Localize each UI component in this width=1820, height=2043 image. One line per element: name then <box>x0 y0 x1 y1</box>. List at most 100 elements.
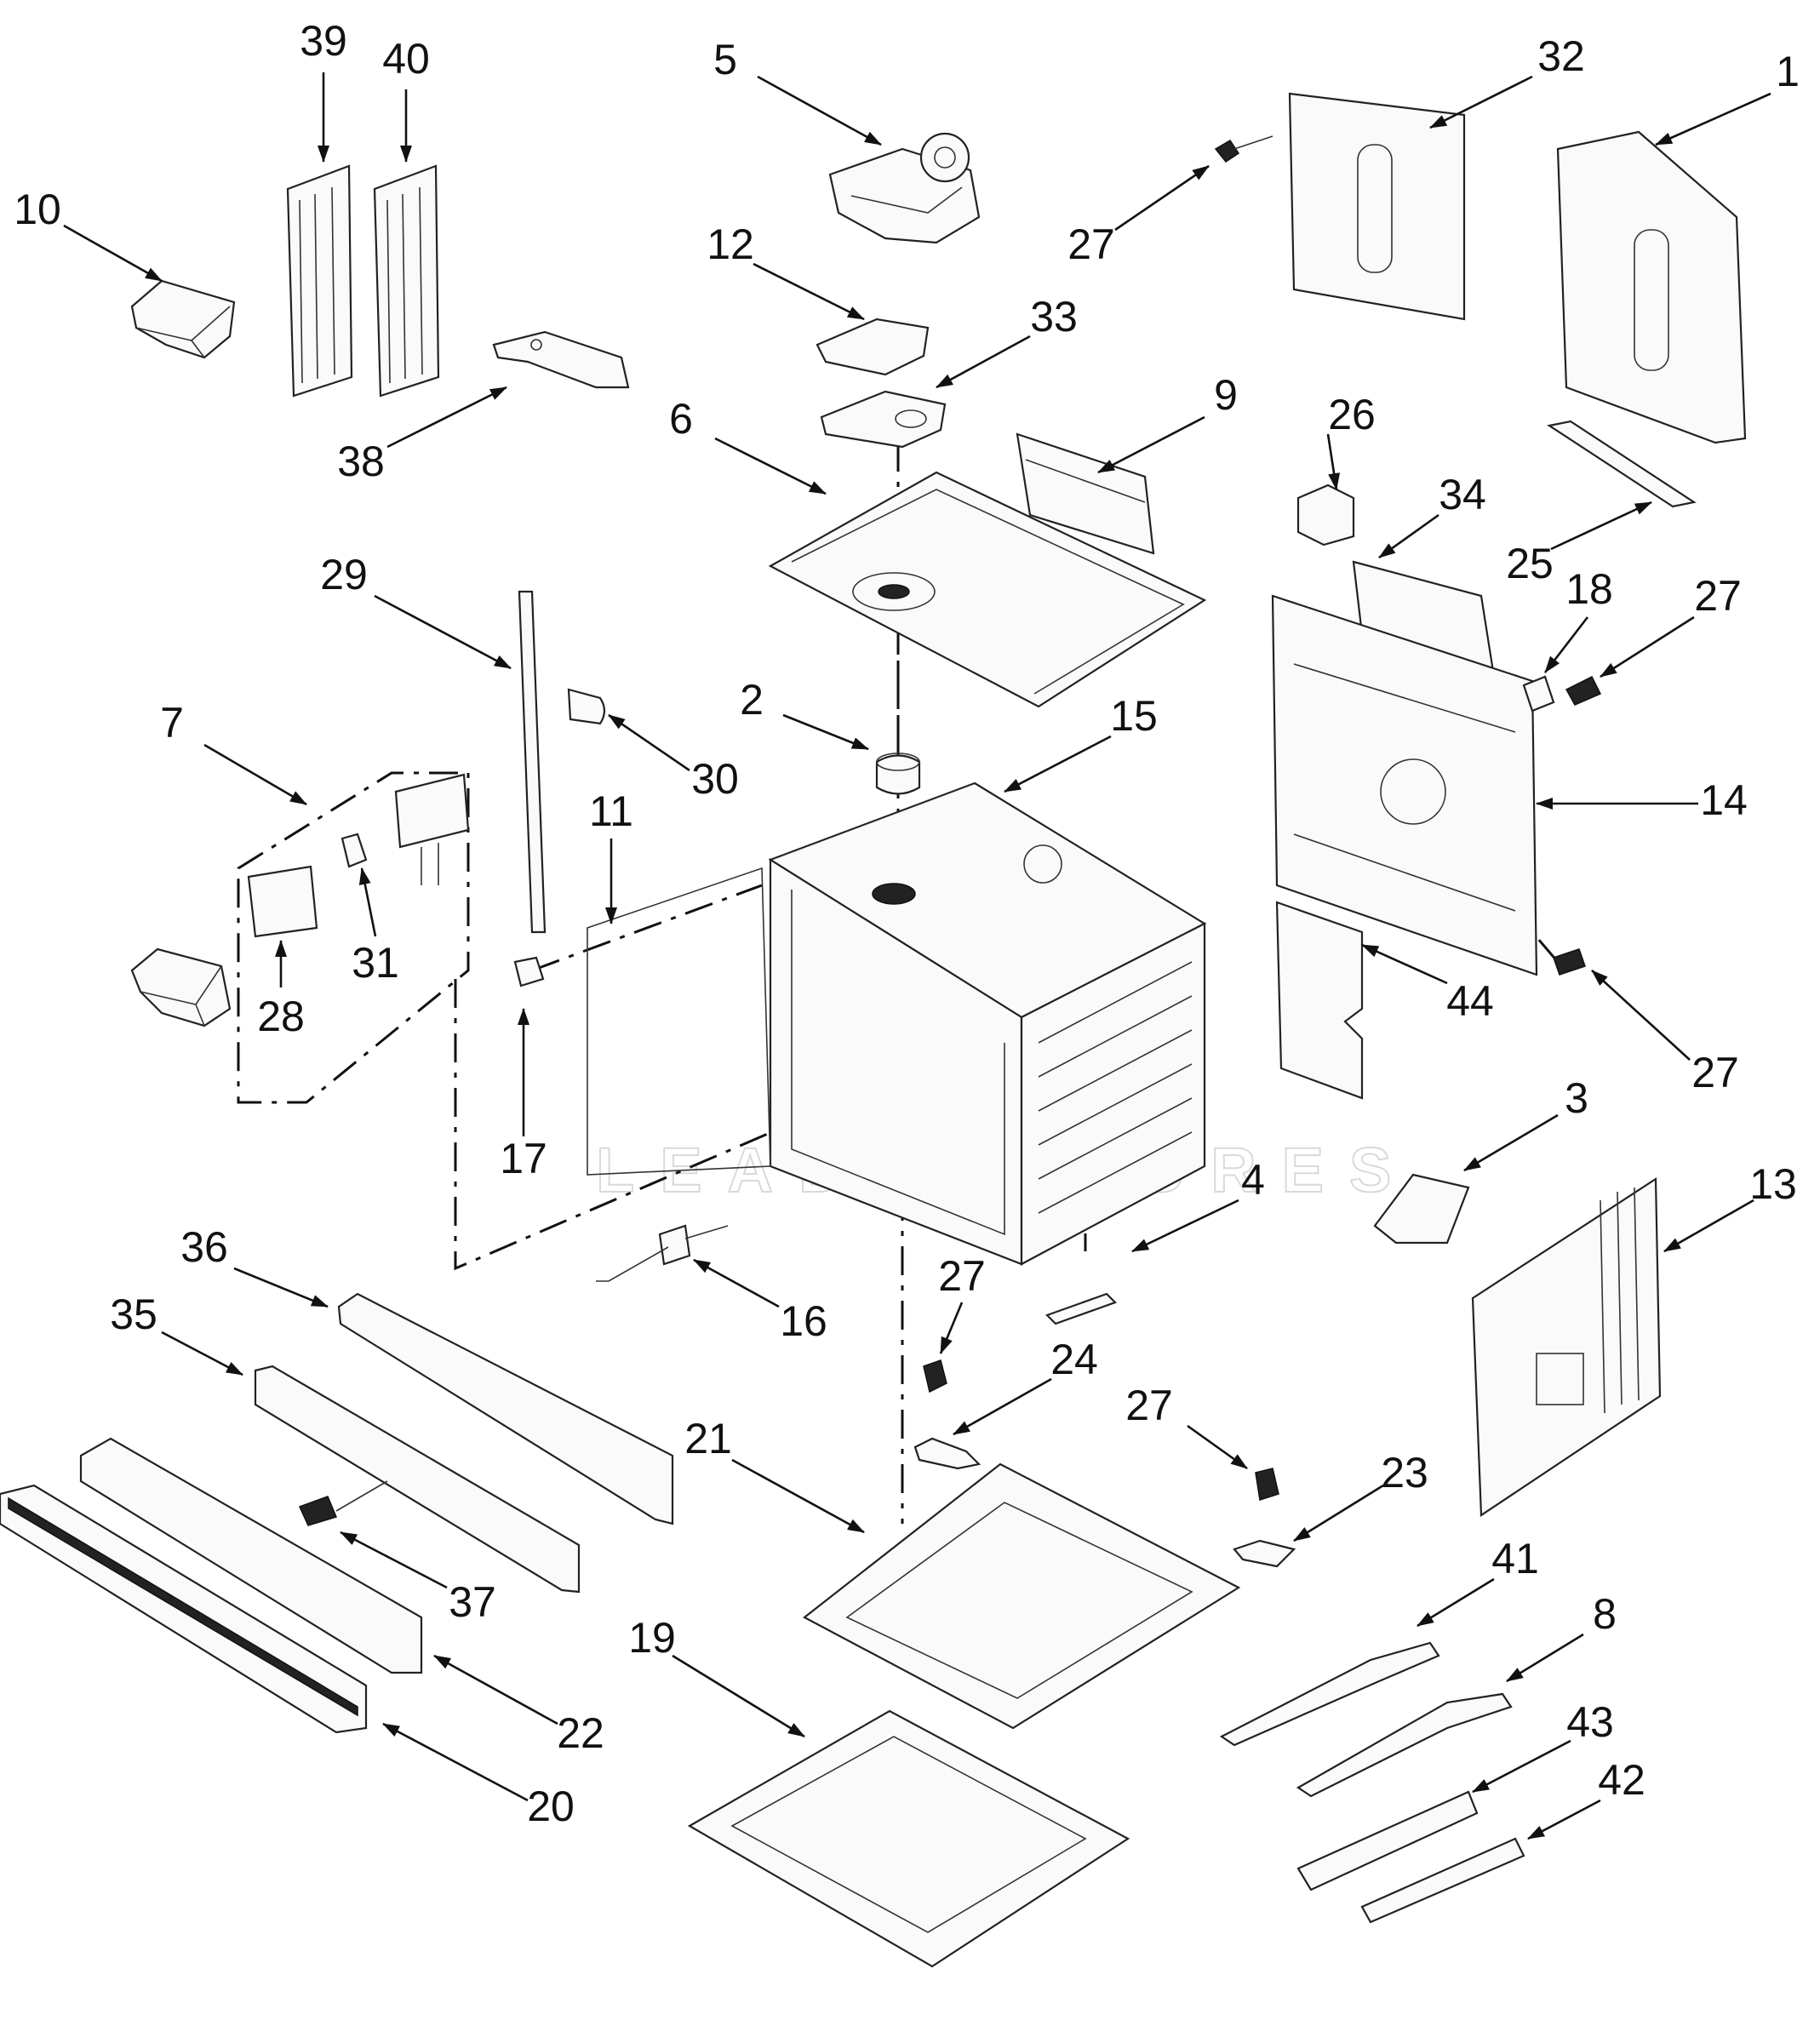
leader-34 <box>1378 513 1439 559</box>
leader-30 <box>608 713 690 772</box>
callout-labels: 1234567891011121314151617181920212223242… <box>14 17 1800 1830</box>
leader-20 <box>382 1722 529 1802</box>
callout-44: 44 <box>1446 977 1494 1025</box>
part-44-insulation <box>1275 901 1364 1100</box>
leader-42 <box>1527 1799 1601 1840</box>
part-41-duct <box>1219 1641 1440 1747</box>
callout-37: 37 <box>449 1578 496 1626</box>
callout-25: 25 <box>1506 540 1554 587</box>
part-22-trim <box>79 1437 423 1674</box>
callout-33: 33 <box>1030 293 1078 340</box>
part-33-plate <box>820 390 947 449</box>
part-1-panel <box>1556 130 1747 444</box>
leader-44 <box>1361 943 1448 985</box>
part-14-back-panel <box>1271 594 1538 976</box>
leader-41 <box>1417 1577 1495 1628</box>
callout-15: 15 <box>1110 692 1158 740</box>
callout-27c: 27 <box>1691 1049 1739 1096</box>
callout-27d: 27 <box>938 1252 986 1300</box>
part-4-bracket <box>1044 1292 1118 1325</box>
leader-33 <box>936 335 1031 389</box>
part-43-duct <box>1296 1790 1479 1891</box>
callout-34: 34 <box>1439 471 1486 518</box>
callout-27e: 27 <box>1125 1382 1173 1429</box>
callout-14: 14 <box>1700 776 1748 824</box>
leader-43 <box>1472 1739 1571 1794</box>
callout-7: 7 <box>160 699 184 747</box>
part-11-gasket <box>587 867 771 1176</box>
part-19-bottom-panel <box>687 1709 1130 1968</box>
part-16-sensor <box>596 1224 729 1282</box>
callout-29: 29 <box>320 551 368 598</box>
leader-25 <box>1550 501 1652 551</box>
part-23-bracket <box>1233 1539 1296 1568</box>
leader-1 <box>1655 92 1771 146</box>
part-12-cover <box>816 318 930 376</box>
part-25-strip <box>1547 420 1697 508</box>
part-7-light-kit <box>237 771 470 1104</box>
leader-16 <box>693 1258 780 1308</box>
part-39-panel <box>286 164 353 398</box>
callout-17: 17 <box>500 1135 547 1182</box>
leader-7 <box>203 743 307 806</box>
part-27b-screw <box>1565 675 1602 706</box>
leader-12 <box>753 262 865 321</box>
callout-4: 4 <box>1241 1156 1265 1204</box>
part-32-panel <box>1288 92 1466 321</box>
leader-24 <box>953 1377 1052 1436</box>
callout-9: 9 <box>1214 371 1238 419</box>
part-20-vent <box>0 1484 368 1734</box>
callout-26: 26 <box>1328 391 1376 438</box>
callout-32: 32 <box>1537 32 1585 80</box>
part-37-screw <box>298 1480 388 1526</box>
callout-1: 1 <box>1776 48 1800 95</box>
leader-26 <box>1326 433 1341 490</box>
callout-6: 6 <box>669 395 693 443</box>
part-10-clip <box>130 279 236 359</box>
leader-6 <box>714 437 827 495</box>
part-24-bracket <box>913 1437 982 1470</box>
part-3-duct <box>1373 1173 1470 1245</box>
part-27c-screw <box>1553 948 1586 976</box>
leader-21 <box>731 1458 865 1534</box>
callout-36: 36 <box>180 1223 228 1271</box>
leader-18 <box>1543 616 1589 673</box>
leader-27e <box>1187 1424 1248 1470</box>
leader-23 <box>1293 1484 1384 1542</box>
callout-21: 21 <box>684 1415 732 1462</box>
leader-27c <box>1591 970 1691 1061</box>
callout-30: 30 <box>691 755 739 803</box>
part-36-rail <box>337 1292 674 1525</box>
callout-31: 31 <box>352 939 399 987</box>
callout-20: 20 <box>527 1783 575 1830</box>
callout-24: 24 <box>1050 1336 1098 1383</box>
leader-arrows <box>63 72 1771 1840</box>
leader-3 <box>1463 1113 1559 1172</box>
callout-39: 39 <box>300 17 347 65</box>
part-42-duct <box>1360 1837 1525 1924</box>
leader-27d <box>939 1302 964 1354</box>
part-6-top-panel <box>768 471 1207 708</box>
leader-8 <box>1506 1633 1584 1683</box>
leader-4 <box>1131 1199 1239 1253</box>
callout-2: 2 <box>740 676 764 724</box>
callout-5: 5 <box>713 36 737 83</box>
leader-36 <box>233 1267 329 1308</box>
callout-40: 40 <box>382 35 430 83</box>
leader-38 <box>386 386 507 449</box>
leader-2 <box>782 713 869 751</box>
part-17-plug <box>513 956 545 987</box>
part-27a-screw <box>1214 135 1273 163</box>
part-27e-screw <box>1255 1468 1279 1501</box>
callout-27b: 27 <box>1694 572 1742 620</box>
leader-19 <box>672 1654 805 1738</box>
callout-13: 13 <box>1749 1160 1797 1208</box>
part-21-bottom-pan <box>802 1462 1241 1730</box>
part-27d-screw <box>923 1359 947 1393</box>
callout-38: 38 <box>337 438 385 485</box>
part-40-panel <box>373 164 440 398</box>
callout-12: 12 <box>707 220 754 268</box>
leader-13 <box>1663 1199 1754 1253</box>
callout-3: 3 <box>1565 1074 1588 1122</box>
part-10-bracket <box>130 947 232 1027</box>
